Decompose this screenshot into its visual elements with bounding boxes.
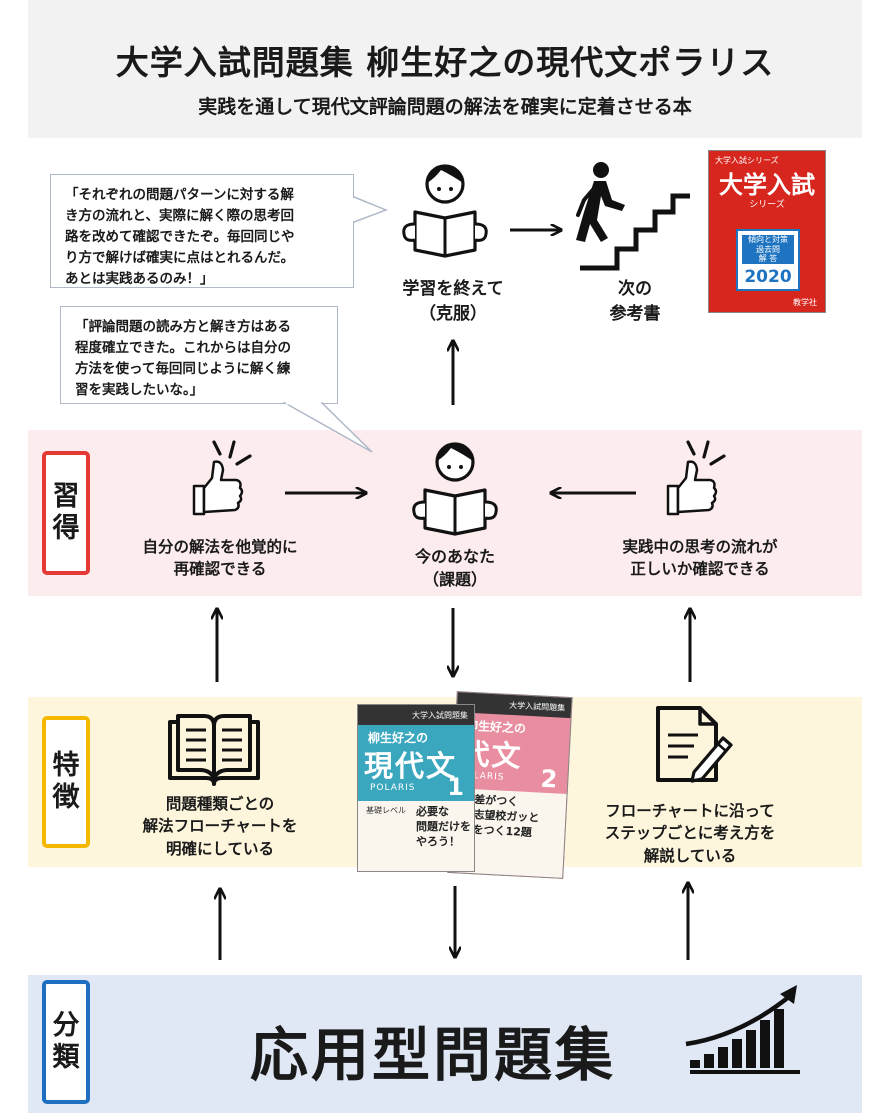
next-label-line: 参考書 [609,303,661,324]
person-reading-icon [412,441,498,536]
page-subtitle: 実践を通して現代文評論問題の解法を確実に定着させる本 [198,96,692,118]
copy-line: 必要な [416,805,449,818]
label-line: 解説している [643,846,737,865]
label-line: ステップごとに考え方を [604,824,776,843]
label-line: （課題） [422,570,487,590]
label-line: 再確認できる [173,560,267,579]
book1-author: 柳生好之の [368,731,429,745]
mastery-tag-char-1: 習 [52,480,80,512]
book1-level: 基礎レベル [366,806,406,815]
reference-book-year: 2020 [744,267,792,287]
page-title: 大学入試問題集 柳生好之の現代文ポラリス [115,43,775,82]
climbing-stairs-icon [576,162,690,271]
label-line: フローチャートに沿って [605,802,775,820]
bubble-tail [353,195,389,224]
bubble1-line: 「それぞれの問題パターンに対する解 [65,187,294,203]
speech-bubble-current: 「評論問題の読み方と解き方はある 程度確立できた。これからは自分の 方法を使って… [60,306,338,404]
after-label-line: 学習を終えて [402,279,504,299]
book1-series: 大学入試問題集 [358,705,474,725]
after-study-label: 学習を終えて （克服） [368,277,538,326]
bubble2-line: 程度確立できた。これからは自分の [75,339,291,356]
next-label-line: 次の [618,279,652,299]
reference-book-cover: 大学入試シリーズ 大学入試 シリーズ 傾向と対策 過去問 解 答 2020 教学… [708,150,826,313]
box-line: 解 答 [758,254,778,264]
book-cover-polaris-1: 大学入試問題集 柳生好之の 現代文 POLARIS 1 必要な 問題だけを やろ… [357,704,475,872]
book1-number: 1 [447,773,464,801]
reference-book-sub: シリーズ [749,200,785,210]
copy-line: やろう！ [416,834,460,848]
bubble1-line: 路を改めて確認できたぞ。毎回同じや [65,228,295,245]
reference-book-series: 大学入試シリーズ [715,156,779,165]
category-title: 応用型問題集 [250,1021,617,1089]
book1-title: 現代文 [364,749,458,783]
book2-copy: 差がつく 志望校ガッと をつく12題 [472,793,540,841]
reference-book-title: 大学入試 [719,171,815,199]
category-tag-char-2: 類 [52,1042,80,1073]
reference-book-box: 傾向と対策 過去問 解 答 2020 [736,229,800,291]
reference-book-publisher: 教学社 [793,298,817,307]
features-tag-char-1: 特 [52,749,80,781]
book1-copy: 必要な 問題だけを やろう！ [416,805,471,850]
label-line: 問題種類ごとの [165,795,275,813]
box-line: 過去問 [756,244,780,254]
speech-bubble-completion: 「それぞれの問題パターンに対する解 き方の流れと、実際に解く際の思考回 路を改め… [50,174,354,288]
category-tag-char-1: 分 [52,1009,80,1041]
label-line: 正しいか確認できる [630,560,770,579]
features-left-label: 問題種類ごとの 解法フローチャートを 明確にしている [110,793,330,860]
document-pen-icon [656,706,733,783]
box-line: 傾向と対策 [748,235,788,244]
bubble2-line: 習を実践したいな。」 [75,381,204,398]
book1-polaris: POLARIS [370,783,416,793]
thumbs-up-icon [192,440,252,516]
book1-panel [358,801,474,871]
book2-number: 2 [539,764,559,794]
label-line: 自分の解法を他覚的に [142,538,298,556]
features-tag: 特 徴 [42,716,90,848]
bubble2-line: 方法を使って毎回同じように解く練 [75,360,291,377]
bubble1-line: き方の流れと、実際に解く際の思考回 [65,207,294,224]
label-line: 今のあなた [414,547,495,566]
label-line: 明確にしている [165,839,275,858]
mastery-tag: 習 得 [42,451,90,575]
features-right-label: フローチャートに沿って ステップごとに考え方を 解説している [570,800,810,867]
mastery-right-label: 実践中の思考の流れが 正しいか確認できる [585,536,815,581]
thumbs-up-icon [666,440,726,516]
features-tag-char-2: 徴 [52,782,80,813]
open-book-icon [168,714,260,786]
next-book-label: 次の 参考書 [580,277,690,326]
header-panel [28,0,862,138]
mastery-center-label: 今のあなた （課題） [385,545,525,591]
copy-line: 問題だけを [416,819,471,833]
person-reading-icon [402,163,488,258]
bubble1-line: り方で解けば確実に点はとれるんだ。 [65,249,295,266]
reference-book-box-text: 傾向と対策 過去問 解 答 [742,235,794,264]
rising-chart-icon [685,985,800,1074]
bubble2-line: 「評論問題の読み方と解き方はある [75,319,291,335]
after-label-line: （克服） [419,303,487,324]
category-band [28,975,862,1113]
mastery-left-label: 自分の解法を他覚的に 再確認できる [105,536,335,581]
bubble-tail [282,402,373,453]
label-line: 実践中の思考の流れが [622,538,778,556]
category-tag: 分 類 [42,980,90,1104]
mastery-tag-char-2: 得 [52,513,80,544]
label-line: 解法フローチャートを [142,817,298,836]
bubble1-line: あとは実践あるのみ！」 [65,270,214,287]
